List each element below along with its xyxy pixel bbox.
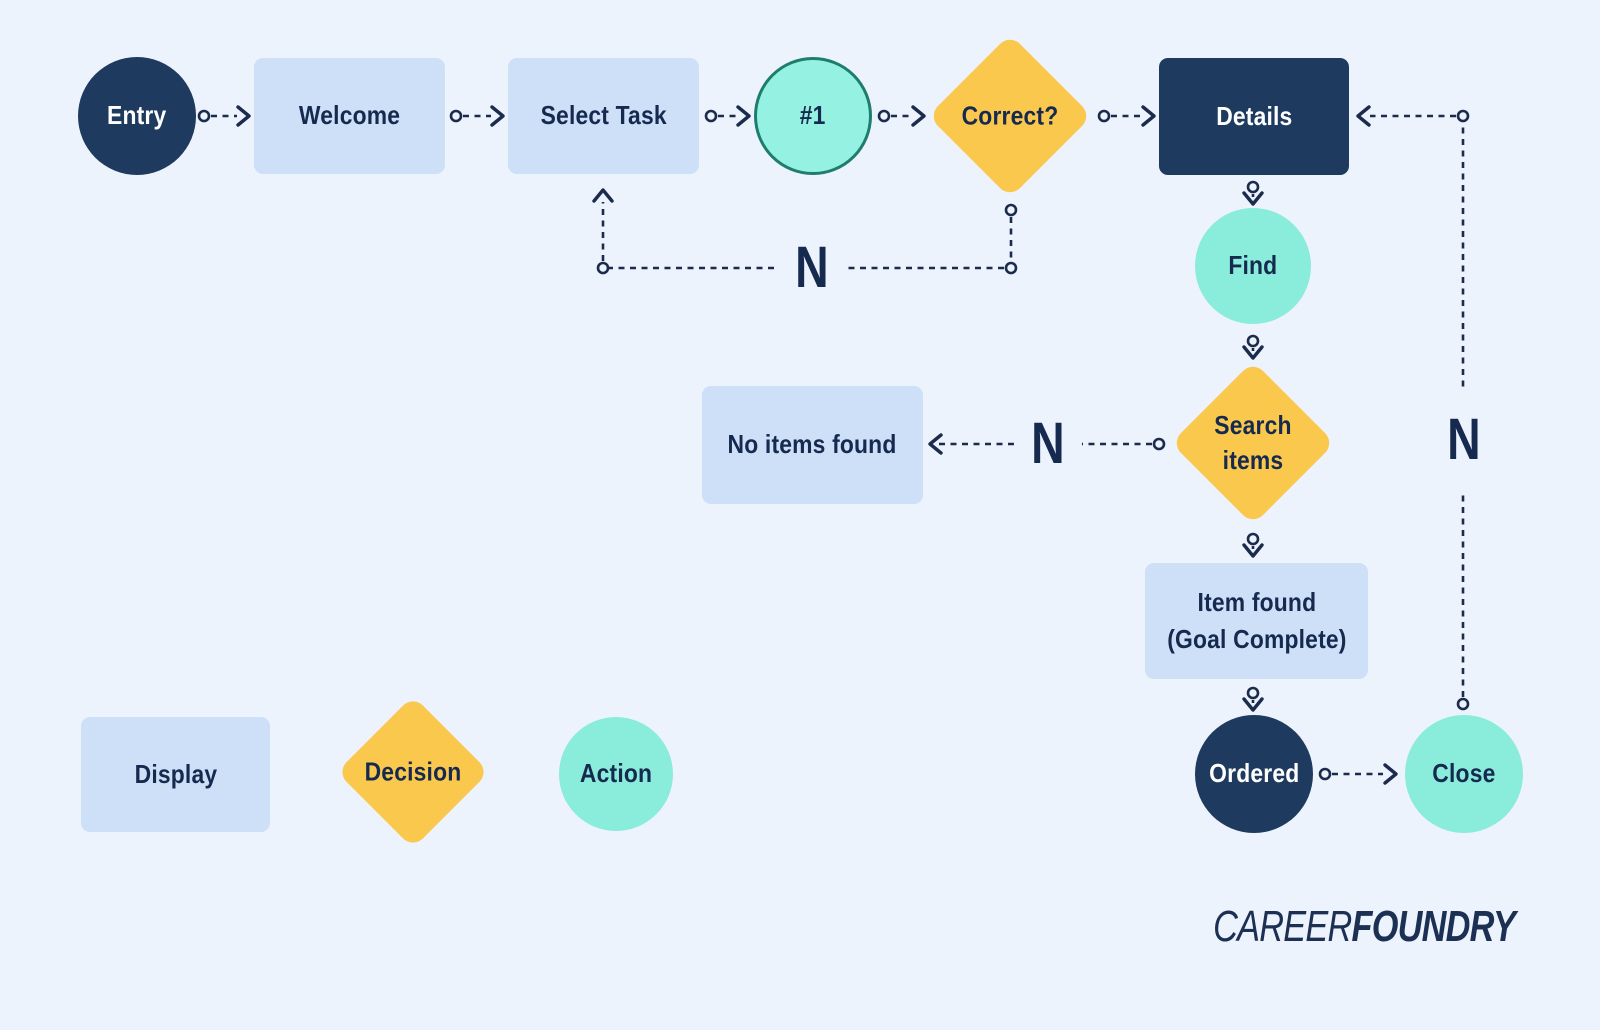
node-details: Details	[1159, 58, 1349, 175]
node-step-1-label: #1	[800, 100, 826, 131]
node-ordered: Ordered	[1195, 715, 1313, 833]
node-no-items-found: No items found	[702, 386, 923, 504]
node-select-task: Select Task	[508, 58, 699, 174]
node-no-items-found-label: No items found	[728, 429, 897, 460]
node-correct-label: Correct?	[961, 100, 1059, 131]
connector-search-items-to-item-found	[1242, 532, 1264, 558]
connector-select-task-to-step-1	[704, 105, 751, 127]
node-item-found: Item found (Goal Complete)	[1145, 563, 1368, 679]
node-find: Find	[1195, 208, 1311, 324]
node-select-task-label: Select Task	[540, 100, 667, 131]
node-step-1: #1	[754, 57, 872, 175]
legend-display-label: Display	[134, 758, 217, 789]
node-correct-decision: Correct?	[927, 33, 1093, 199]
edge-label-correct-no: N	[777, 226, 847, 310]
node-close-label: Close	[1432, 758, 1496, 789]
node-entry: Entry	[78, 57, 196, 175]
connector-item-found-to-ordered	[1242, 686, 1264, 712]
edge-label-search-no: N	[1013, 402, 1083, 486]
node-search-items-decision: Search items	[1170, 360, 1336, 526]
node-item-found-line2: (Goal Complete)	[1166, 624, 1347, 654]
node-item-found-line1: Item found	[1197, 587, 1316, 617]
connector-step-1-to-correct	[877, 105, 926, 127]
node-entry-label: Entry	[107, 100, 167, 131]
node-welcome-label: Welcome	[298, 100, 401, 131]
connector-welcome-to-select-task	[449, 105, 505, 127]
node-welcome: Welcome	[254, 58, 445, 174]
legend-display: Display	[81, 717, 270, 832]
connector-entry-to-welcome	[197, 105, 251, 127]
legend-action: Action	[559, 717, 673, 831]
legend-decision-label: Decision	[364, 756, 462, 787]
node-ordered-label: Ordered	[1208, 758, 1300, 789]
legend-decision: Decision	[336, 695, 490, 849]
node-find-label: Find	[1228, 250, 1278, 281]
node-close: Close	[1405, 715, 1523, 833]
connector-details-to-find	[1242, 180, 1264, 206]
careerfoundry-logo: CAREERFOUNDRY	[1128, 902, 1516, 951]
logo-foundry-text: FOUNDRY	[1351, 902, 1515, 951]
connector-find-to-search-items	[1242, 334, 1264, 360]
legend-action-label: Action	[579, 758, 653, 789]
connector-correct-to-details	[1097, 105, 1156, 127]
node-search-items-label: Search items	[1214, 409, 1292, 475]
node-details-label: Details	[1215, 100, 1293, 131]
logo-career-text: CAREER	[1213, 902, 1352, 951]
connector-ordered-to-close	[1318, 763, 1398, 785]
edge-label-close-no: N	[1433, 388, 1495, 492]
